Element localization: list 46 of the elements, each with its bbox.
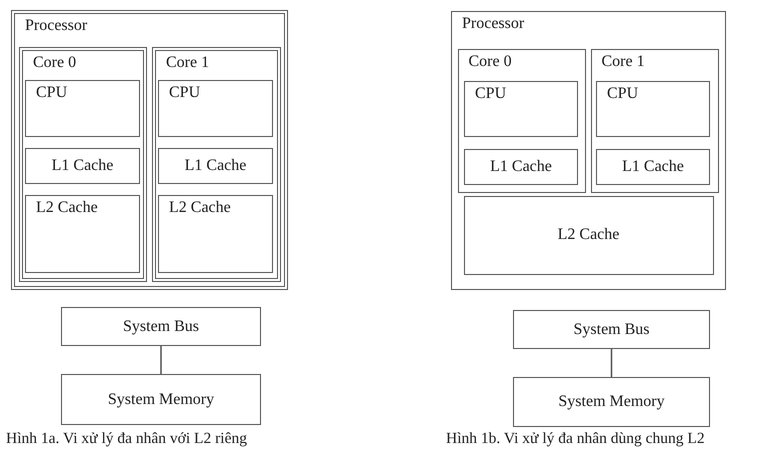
box-label: System Bus [123,318,199,336]
component-box [25,148,140,184]
component-box [464,196,714,274]
component-box [464,81,578,137]
box-label: Core 0 [468,52,512,70]
figure-caption: Hình 1b. Vi xử lý đa nhân dùng chung L2 [446,430,705,448]
component-box [596,81,710,137]
component-box [464,149,578,185]
box-label: Core 1 [602,52,645,70]
component-box [158,195,273,273]
box-label: L2 Cache [169,199,231,217]
component-box [513,377,710,427]
connector-line [160,346,162,374]
box-label: CPU [607,85,638,103]
box-label: Processor [462,15,524,33]
box-label: CPU [36,84,68,102]
component-box [596,149,710,185]
box-label: CPU [475,85,506,103]
container-box [458,48,586,192]
container-box [451,11,726,290]
container-box [19,47,147,282]
component-box [158,80,273,137]
box-label: L2 Cache [36,199,98,217]
box-label: Core 1 [166,54,210,72]
container-box [590,48,718,192]
box-label: L1 Cache [184,157,246,175]
container-box [152,47,281,282]
component-box [513,310,710,349]
box-label: CPU [169,84,200,102]
box-label: L2 Cache [558,226,620,244]
figure-caption: Hình 1a. Vi xử lý đa nhân với L2 riêng [6,430,247,448]
box-label: L1 Cache [622,158,684,176]
box-label: Processor [25,17,88,35]
component-box [25,195,140,273]
component-box [61,374,261,425]
box-label: System Memory [558,393,665,411]
component-box [61,307,261,346]
box-label: System Bus [574,320,650,338]
component-box [158,148,273,184]
connector-line [610,349,612,377]
component-box [25,80,140,137]
box-label: Core 0 [33,54,76,72]
box-label: L1 Cache [52,157,114,175]
container-box [11,10,288,290]
box-label: System Memory [108,390,214,408]
box-label: L1 Cache [490,158,552,176]
